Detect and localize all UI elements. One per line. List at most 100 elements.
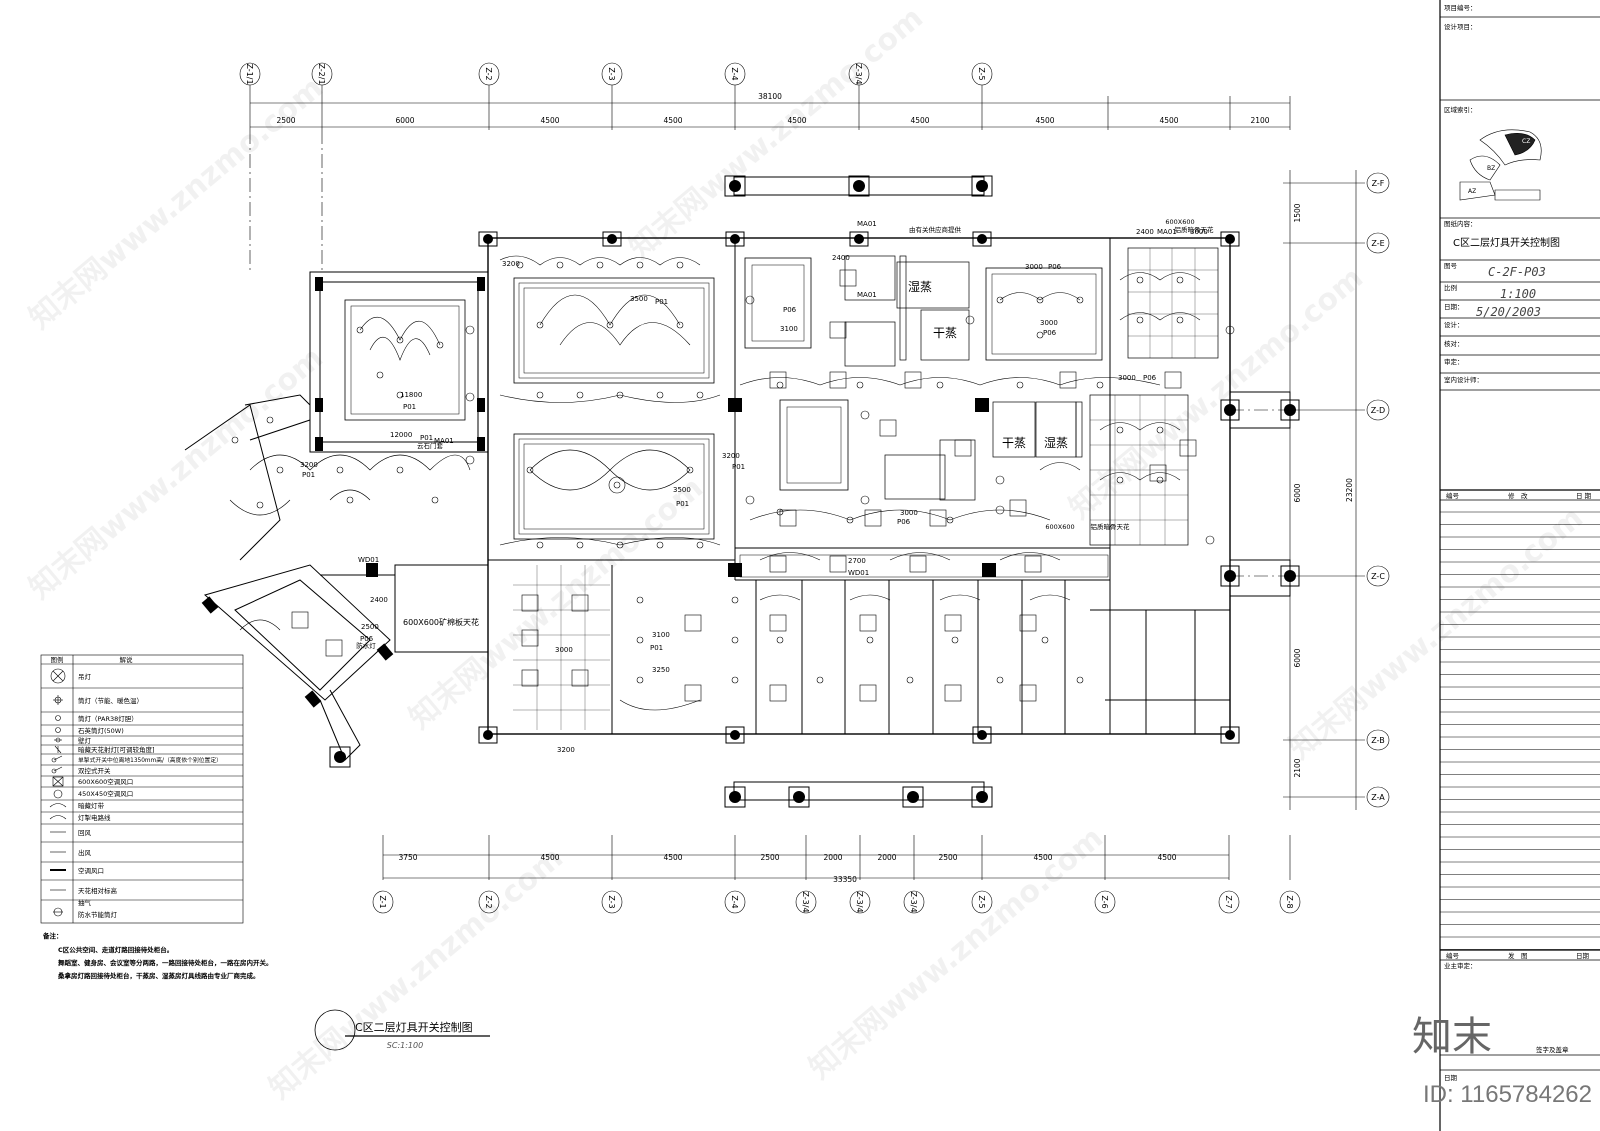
grid-axis-label: Z-3 — [607, 895, 616, 908]
height-mark: 3000 — [1025, 263, 1043, 271]
dim-span: 4500 — [1035, 116, 1054, 125]
fixture-tag: MA01 — [1157, 228, 1177, 236]
remarks-title: 备注： — [42, 931, 63, 940]
ceiling-edge-note: 铝质暗骨天花 — [1091, 522, 1131, 531]
dim-span: 1500 — [1293, 203, 1302, 222]
watermark-text: 知末网www.znzmo.com — [1283, 500, 1590, 766]
grid-axis-label: Z-F — [1372, 179, 1385, 188]
revision-header: 修 改 — [1508, 491, 1528, 500]
plan-annotations: 湿蒸 干蒸 干蒸 湿蒸 600X600矿棉板天花 云石门套 由有关供应商提供 铝… — [300, 218, 1214, 754]
dim-span: 4500 — [910, 116, 929, 125]
dim-span: 6000 — [1293, 648, 1302, 667]
ac-diffusers — [291, 269, 1197, 702]
top-grid-labels: Z-1/1 Z-2/1 Z-2 Z-3 Z-4 Z-3/4 Z-5 38100 … — [245, 63, 1270, 125]
fixture-tag: P06 — [1048, 263, 1062, 271]
dim-span: 2500 — [760, 853, 779, 862]
remarks: 备注： C区公共空间、走道灯路回接待处柜台。 舞蹈室、健身房、会议室等分两路，一… — [42, 931, 273, 980]
date-label: 日期： — [1444, 303, 1464, 311]
grid-axis-label: Z-A — [1371, 793, 1385, 802]
legend-item: 450X450空调风口 — [78, 789, 133, 798]
plan-scale-text: SC:1:100 — [387, 1041, 423, 1050]
drawing-date: 5/20/2003 — [1476, 305, 1541, 319]
grid-axis-label: Z-B — [1371, 736, 1384, 745]
remarks-line: C区公共空间、走道灯路回接待处柜台。 — [58, 945, 173, 954]
grid-axis-label: Z-3/4 — [854, 63, 863, 84]
gate-note: 云石门套 — [417, 441, 444, 450]
room-label-dry-steam: 干蒸 — [933, 326, 957, 340]
grid-axis-label: Z-8 — [1285, 895, 1294, 908]
watermark-text: 知末网www.znzmo.com — [623, 0, 930, 266]
dim-span: 2500 — [938, 853, 957, 862]
height-mark: 3500 — [673, 486, 691, 494]
fixture-tag: P06 — [360, 635, 374, 643]
supplier-note: 由有关供应商提供 — [909, 225, 962, 234]
grid-axis-label: Z-4 — [730, 895, 739, 908]
watermark-layer: 知末网www.znzmo.com 知末网www.znzmo.com 知末网www… — [23, 0, 1590, 1106]
fixture-tag: MA01 — [857, 291, 877, 299]
revision-rows — [1440, 511, 1600, 950]
height-mark: 3100 — [652, 631, 670, 639]
tile-note: 600X600 — [1165, 218, 1194, 226]
drawing-scale: 1:100 — [1500, 287, 1536, 301]
grid-axis-label: Z-2 — [484, 67, 493, 80]
bottom-grid-axes — [372, 835, 1301, 914]
issue-header: 日期 — [1576, 952, 1590, 960]
issue-header: 发 图 — [1508, 951, 1528, 960]
legend-item: 空调风口 — [78, 866, 104, 875]
height-mark: 12000 — [390, 431, 412, 439]
fixture-tag: P06 — [1143, 374, 1157, 382]
legend-item: 回风 — [78, 829, 92, 837]
grid-axis-label: Z-C — [1371, 572, 1385, 581]
designer-label: 设计： — [1444, 320, 1464, 329]
dim-total-bottom: 33350 — [833, 875, 857, 884]
watermark-text: 知末网www.znzmo.com — [1063, 260, 1370, 526]
grid-axis-label: Z-3/4 — [855, 891, 864, 912]
grid-axis-label: Z-6 — [1100, 895, 1109, 908]
approver-label: 审定： — [1444, 357, 1464, 366]
grid-axis-label: Z-1 — [378, 895, 387, 908]
grid-axis-label: Z-3 — [607, 67, 616, 80]
remarks-line: 桑拿房灯路回接待处柜台，干蒸房、湿蒸房灯具线路由专业厂商完成。 — [57, 971, 260, 980]
legend-item: 双控式开关 — [78, 766, 111, 775]
grid-axis-label: Z-1/1 — [245, 63, 254, 84]
right-grid-axes — [1230, 170, 1390, 810]
tile-note: 600X600 — [1045, 523, 1074, 531]
room-label-wet-steam: 湿蒸 — [1044, 435, 1068, 450]
project-name-label: 设计项目： — [1444, 22, 1477, 31]
height-mark: 2400 — [1136, 228, 1154, 236]
dim-span: 4500 — [1159, 116, 1178, 125]
fixture-tag: P06 — [897, 518, 911, 526]
bottom-grid-labels: Z-1 Z-2 Z-3 Z-4 Z-3/4 Z-3/4 Z-3/4 Z-5 Z-… — [378, 853, 1294, 913]
height-mark: 3100 — [780, 325, 798, 333]
height-mark: 3000 — [555, 646, 573, 654]
fixture-tag: P01 — [655, 298, 668, 306]
legend-item: 天花相对标高 — [78, 886, 118, 895]
remarks-line: 舞蹈室、健身房、会议室等分两路，一路回接待处柜台，一路在房内开关。 — [58, 958, 273, 967]
legend-item: 筒灯（节能、暖色温） — [78, 696, 143, 705]
lighting-circuits — [229, 255, 1201, 711]
dim-span: 4500 — [540, 116, 559, 125]
height-mark: 2700 — [848, 557, 866, 565]
key-plan-mark: BZ — [1487, 165, 1495, 172]
grid-axis-label: Z-D — [1371, 406, 1385, 415]
height-mark: 3500 — [630, 295, 648, 303]
legend-item: 壁灯 — [78, 736, 92, 745]
room-label-wet-steam: 湿蒸 — [908, 279, 932, 294]
height-mark: 3200 — [722, 452, 740, 460]
light-fixtures — [231, 261, 1235, 684]
area-index-label: 区域索引： — [1444, 105, 1477, 114]
height-mark: 3000 — [1040, 319, 1058, 327]
project-no-label: 项目编号： — [1444, 3, 1477, 12]
grid-axis-label: Z-2 — [484, 895, 493, 908]
tile-grid — [513, 248, 1218, 730]
fixture-tag: WD01 — [848, 569, 869, 577]
dim-total-top: 38100 — [758, 92, 782, 101]
legend-item: 筒灯（PAR38灯胆） — [78, 714, 138, 723]
watermark-text: 知末网www.znzmo.com — [23, 70, 330, 336]
plan-title-text: C区二层灯具开关控制图 — [355, 1020, 473, 1034]
grid-axis-label: Z-7 — [1224, 895, 1233, 908]
height-mark: 3250 — [652, 666, 670, 674]
top-grid-axes — [239, 62, 1291, 270]
fixture-tag: P01 — [732, 463, 745, 471]
drawing-no: C-2F-P03 — [1488, 265, 1546, 279]
